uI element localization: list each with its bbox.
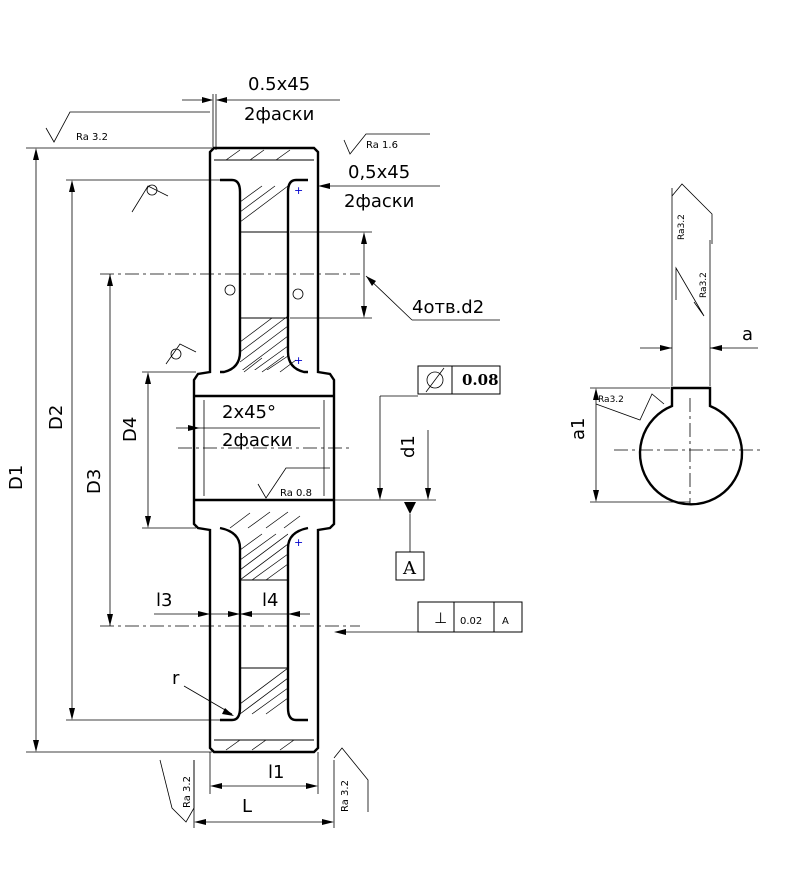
- svg-text:+: +: [294, 536, 303, 549]
- holes-label: 4отв.d2: [412, 297, 484, 318]
- roughness-face-left-label: Ra 3.2: [182, 776, 193, 808]
- keyway-view: [590, 183, 764, 506]
- diameter-dimensions: [26, 147, 222, 753]
- chamfer-mid-count: 2фаски: [344, 191, 414, 212]
- svg-text:+: +: [294, 354, 303, 367]
- perp-datum: A: [502, 616, 509, 627]
- dim-D2-label: D2: [46, 405, 67, 430]
- chamfer-hub-size: 2x45°: [222, 402, 276, 423]
- svg-text:+: +: [294, 184, 303, 197]
- dim-l1-L: [193, 752, 335, 828]
- roughness-key-top2-label: Ra3.2: [699, 272, 709, 298]
- chamfer-mid-size: 0,5x45: [348, 162, 410, 183]
- chamfer-top-size: 0.5x45: [248, 74, 310, 95]
- dim-L-label: L: [242, 796, 252, 817]
- chamfer-top-count: 2фаски: [244, 104, 314, 125]
- roughness-key-side-label: Ra3.2: [598, 395, 624, 405]
- runout-frame: [377, 365, 501, 500]
- roughness-rim-right: [343, 133, 430, 155]
- dim-l1-label: l1: [268, 762, 284, 783]
- hatch-top: [240, 185, 288, 370]
- dim-a-label: a: [742, 324, 753, 345]
- dim-D1-label: D1: [6, 465, 27, 490]
- dim-D4-label: D4: [120, 417, 141, 442]
- roughness-bore-label: Ra 0.8: [280, 488, 312, 499]
- roughness-face-right: [333, 747, 369, 812]
- dim-l3-l4: [154, 611, 310, 617]
- dim-l3-label: l3: [156, 590, 172, 611]
- bore-profile: [638, 386, 744, 506]
- gear-section: + + +: [100, 146, 360, 754]
- dim-a1-label: a1: [568, 418, 589, 440]
- hatch-bottom: [240, 533, 288, 715]
- chamfer-top-leader: [182, 94, 340, 150]
- chamfer-hub-count: 2фаски: [222, 430, 292, 451]
- perp-symbol: ⊥: [434, 609, 447, 627]
- perp-value: 0.02: [460, 616, 482, 627]
- hatch-hub: [229, 355, 301, 529]
- radius-leader: [183, 685, 233, 715]
- gear-outline: [192, 146, 336, 754]
- chamfer-hub-leader: [176, 425, 320, 431]
- roughness-rim-top: [45, 111, 210, 143]
- roughness-bore: [257, 467, 330, 499]
- roughness-key-top1-label: Ra3.2: [677, 214, 687, 240]
- hole-dimension: [290, 231, 500, 321]
- radius-label: r: [172, 668, 180, 689]
- datum-a-label: A: [402, 558, 417, 579]
- roughness-rim-right-label: Ra 1.6: [366, 140, 398, 151]
- dim-D3-label: D3: [84, 469, 105, 494]
- dim-l4-label: l4: [262, 590, 278, 611]
- roughness-rim-top-label: Ra 3.2: [76, 132, 108, 143]
- datum-a: [395, 502, 425, 581]
- chamfer-mid-leader: [318, 183, 440, 189]
- runout-value: 0.08: [462, 371, 499, 389]
- roughness-face-right-label: Ra 3.2: [340, 780, 351, 812]
- dim-d1-label: d1: [398, 435, 419, 458]
- hatch-rim: [225, 149, 295, 751]
- surface-markers: [131, 184, 304, 365]
- perp-frame: [334, 601, 523, 635]
